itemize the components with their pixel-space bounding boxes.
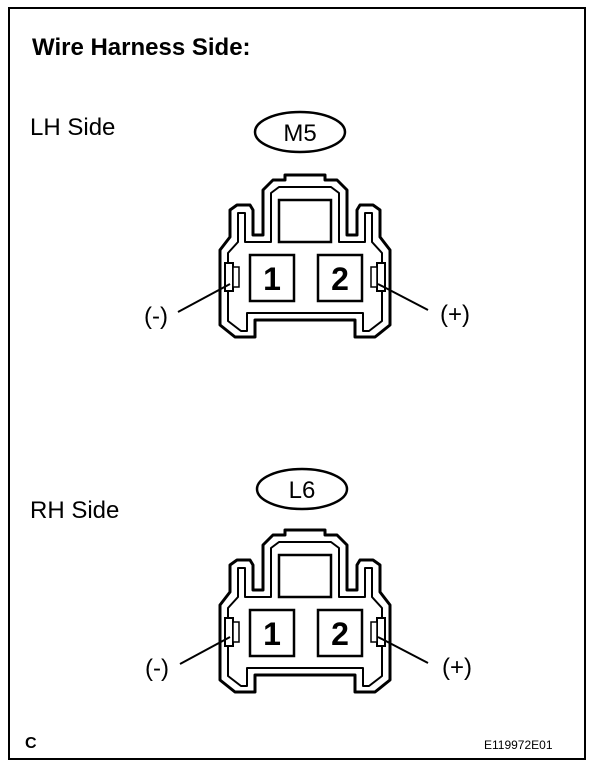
rh-pin-2-polarity: (+) [442,654,472,681]
diagram-title: Wire Harness Side: [32,34,251,61]
rh-pin-2-leader [377,636,429,664]
lh-pin-2-label: 2 [331,261,349,297]
lh-connector-id-oval [253,110,347,154]
diagram-frame [8,7,586,760]
lh-connector-id: M5 [283,120,316,147]
lh-pin-1-polarity: (-) [144,303,168,330]
rh-connector-id: L6 [289,477,316,504]
rh-connector: 1 2 [218,528,392,694]
rh-pin-1-leader [179,636,231,665]
lh-pin-1-leader [177,283,231,313]
rh-side-label: RH Side [30,497,120,524]
corner-code: C [25,735,37,752]
rh-pin-1-polarity: (-) [145,655,169,682]
figure-id: E119972E01 [484,738,553,752]
lh-side-label: LH Side [30,114,116,141]
lh-pin-1-label: 1 [263,261,281,297]
rh-pin-1-label: 1 [263,616,281,652]
lh-pin-2-polarity: (+) [440,301,470,328]
lh-connector: 1 2 [218,173,392,339]
lh-pin-2-leader [377,283,429,311]
rh-connector-id-oval [255,467,349,511]
rh-pin-2-label: 2 [331,616,349,652]
